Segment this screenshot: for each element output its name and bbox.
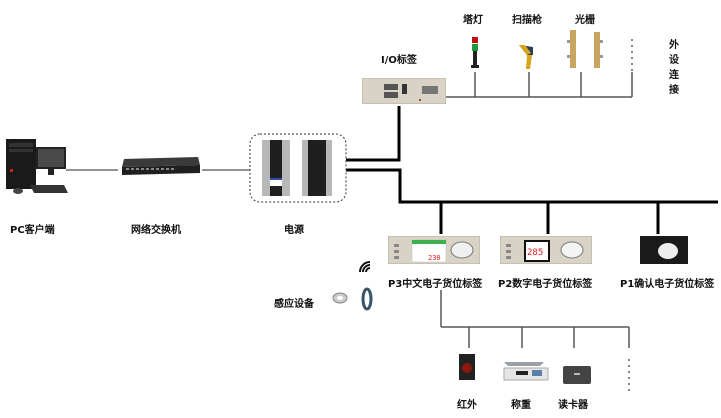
io-tag-label: I/O标签 <box>381 55 417 66</box>
infrared-node[interactable] <box>457 352 481 382</box>
power-supply-icon <box>262 140 332 196</box>
power-node[interactable] <box>262 138 338 198</box>
tower-light-node[interactable] <box>469 37 481 71</box>
p1-label: P1确认电子货位标签 <box>620 279 715 290</box>
scale-node[interactable] <box>500 360 550 382</box>
scanner-node[interactable] <box>517 43 537 71</box>
p2-node[interactable]: 285 <box>499 235 593 265</box>
external-label: 外设连接 <box>669 40 679 96</box>
svg-text:230: 230 <box>428 254 441 262</box>
sensor-node[interactable] <box>330 287 376 311</box>
network-switch-icon <box>122 157 200 175</box>
power-label: 电源 <box>284 225 304 236</box>
wifi-signal-icon <box>359 261 371 273</box>
p3-node[interactable]: 230 <box>387 235 481 265</box>
pc-label: PC客户端 <box>10 225 55 236</box>
barcode-scanner-icon <box>519 45 533 69</box>
digital-label-device-icon: 285 <box>499 235 593 265</box>
p1-node[interactable] <box>640 236 688 264</box>
infrared-label: 红外 <box>457 400 477 411</box>
power-group-box <box>249 133 347 203</box>
bus-power-labels <box>346 168 718 204</box>
light-curtain-label: 光栅 <box>575 15 595 26</box>
bus-power-io <box>346 106 401 162</box>
tower-light-icon <box>471 37 479 68</box>
chinese-label-device-icon: 230 <box>387 235 481 265</box>
pc-node[interactable] <box>4 135 68 195</box>
wristband-sensor-icon <box>332 287 373 311</box>
scanner-label: 扫描枪 <box>512 15 542 26</box>
weighing-scale-icon <box>503 362 549 381</box>
svg-text:285: 285 <box>527 248 543 258</box>
light-curtain-node[interactable] <box>566 30 606 72</box>
light-curtain-icon <box>567 30 603 68</box>
infrared-sensor-icon <box>459 354 475 380</box>
scale-label: 称重 <box>511 400 531 411</box>
io-tag-device-icon <box>361 77 447 105</box>
card-reader-node[interactable] <box>562 365 592 385</box>
desktop-computer-icon <box>6 139 68 194</box>
switch-label: 网络交换机 <box>131 225 181 236</box>
tower-light-label: 塔灯 <box>463 15 483 26</box>
card-reader-icon <box>563 366 591 384</box>
confirm-label-device-icon <box>640 236 688 264</box>
p2-label: P2数字电子货位标签 <box>498 279 593 290</box>
card-reader-label: 读卡器 <box>558 400 588 411</box>
p3-label: P3中文电子货位标签 <box>388 279 483 290</box>
switch-node[interactable] <box>118 153 202 179</box>
io-tag-node[interactable] <box>361 77 447 105</box>
wireless-signal <box>358 258 374 274</box>
sensor-label: 感应设备 <box>274 299 314 310</box>
